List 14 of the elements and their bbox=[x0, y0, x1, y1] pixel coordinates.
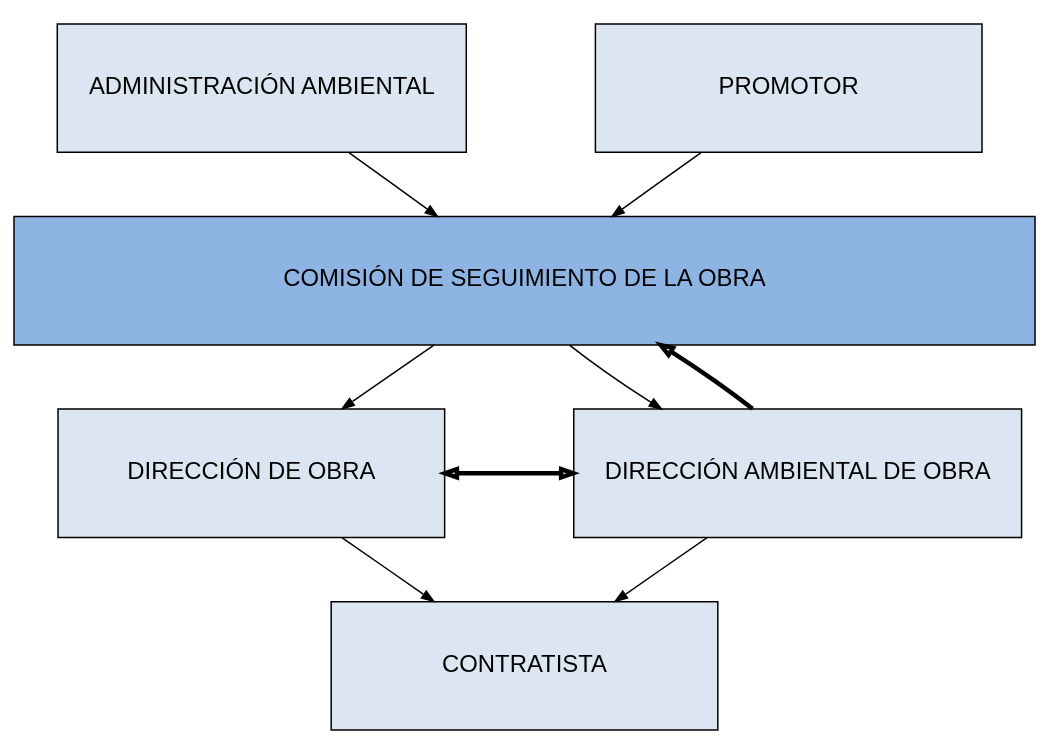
arrow bbox=[613, 536, 708, 603]
node-box: PROMOTOR bbox=[594, 22, 983, 153]
node-box: ADMINISTRACIÓN AMBIENTAL bbox=[56, 22, 468, 153]
arrow bbox=[569, 344, 664, 410]
node-box: DIRECCIÓN DE OBRA bbox=[57, 407, 446, 538]
arrow bbox=[438, 465, 580, 481]
arrow bbox=[341, 536, 436, 603]
arrow bbox=[348, 151, 440, 218]
arrow bbox=[610, 151, 702, 218]
node-box: DIRECCIÓN AMBIENTAL DE OBRA bbox=[573, 407, 1023, 538]
node-box: CONTRATISTA bbox=[330, 600, 719, 731]
node-box: COMISIÓN DE SEGUIMIENTO DE LA OBRA bbox=[13, 215, 1036, 346]
arrow bbox=[654, 340, 754, 411]
arrow bbox=[340, 343, 435, 410]
